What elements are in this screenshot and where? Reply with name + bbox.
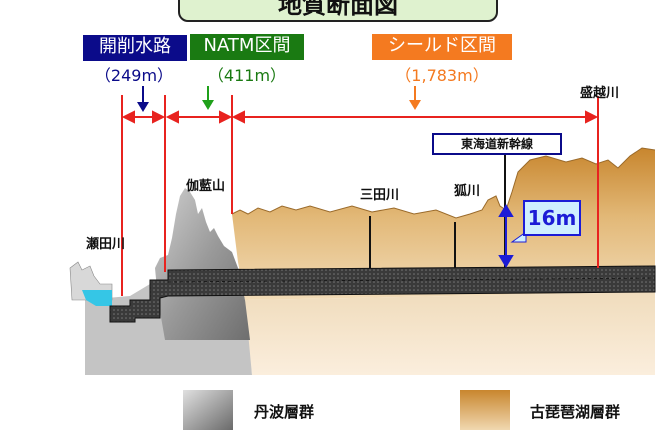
section-label-shield: シールド区間: [372, 34, 512, 60]
garanyama-mountain: [155, 188, 250, 340]
legend-swatch-kobiwako: [460, 390, 510, 430]
label-kitsunegawa: 狐川: [454, 184, 481, 199]
diagram-title: 地質断面図: [178, 0, 498, 22]
span-arrow-open-cut: [121, 110, 166, 124]
label-mitagawa: 三田川: [360, 188, 400, 203]
section-length-open-cut: （249m）: [94, 66, 174, 85]
label-shinkansen: 東海道新幹線: [432, 133, 562, 155]
section-length-shield: （1,783m）: [395, 66, 489, 85]
legend-label-kobiwako: 古琵琶湖層群: [530, 403, 621, 421]
pointer-open-cut: [137, 86, 149, 112]
section-length-natm: （411m）: [207, 66, 287, 85]
depth-arrow: [498, 204, 514, 268]
tunnel: [109, 265, 656, 323]
legend-swatch-tamba: [183, 390, 233, 430]
depth-label: 16m: [523, 200, 581, 236]
seta-river-water: [82, 290, 112, 306]
label-garanyama: 伽藍山: [186, 179, 226, 194]
kobiwako-group-lower: [245, 292, 655, 375]
pointer-natm: [202, 86, 214, 110]
span-arrow-natm: [165, 110, 233, 124]
label-seta-river: 瀬田川: [86, 237, 126, 252]
ground-surface-line: [231, 147, 656, 219]
section-label-open-cut: 開削水路: [82, 34, 188, 62]
legend-label-tamba: 丹波層群: [254, 403, 315, 421]
kobiwako-terrain: [232, 148, 655, 300]
label-morikoshigawa: 盛越川: [580, 86, 620, 101]
span-arrow-shield: [231, 110, 599, 124]
depth-callout-pointer: [510, 231, 527, 243]
section-label-natm: NATM区間: [190, 34, 304, 60]
pointer-shield: [409, 86, 421, 110]
